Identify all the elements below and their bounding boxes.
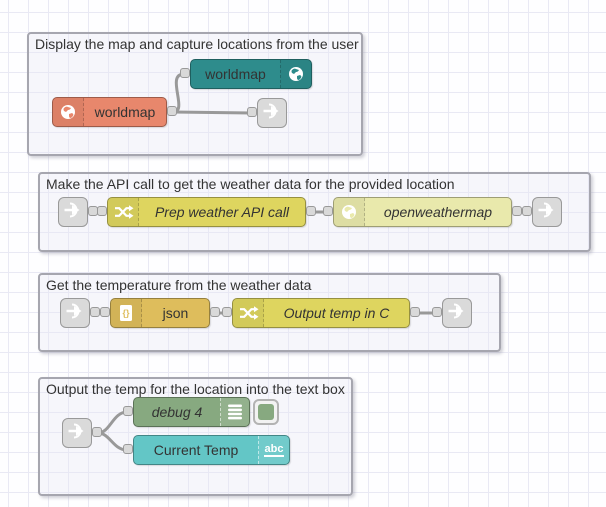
link-arrow-icon — [447, 301, 467, 326]
input-port[interactable] — [100, 307, 110, 317]
input-port[interactable] — [222, 307, 232, 317]
node-debug[interactable]: debug 4 — [123, 397, 250, 427]
node-change-output-temp[interactable]: Output temp in C — [222, 298, 420, 328]
node-openweathermap[interactable]: openweathermap — [323, 197, 522, 227]
node-label: Current Temp — [153, 442, 239, 458]
link-arrow-icon — [67, 421, 87, 446]
globe-icon — [53, 98, 84, 126]
node-label: Output temp in C — [283, 305, 390, 321]
svg-text:{}: {} — [122, 308, 130, 318]
globe-icon — [280, 60, 311, 88]
node-label: worldmap — [205, 66, 266, 82]
debug-toggle-state — [258, 404, 274, 420]
group-title: Make the API call to get the weather dat… — [46, 176, 455, 192]
input-port[interactable] — [123, 444, 133, 454]
globe-icon — [334, 198, 365, 226]
input-port[interactable] — [432, 307, 442, 317]
output-port[interactable] — [92, 427, 102, 437]
shuffle-icon — [108, 198, 139, 226]
debug-list-icon — [220, 398, 249, 426]
node-link-in-temp[interactable] — [60, 298, 100, 328]
group-title: Get the temperature from the weather dat… — [46, 277, 312, 293]
output-port[interactable] — [512, 206, 522, 216]
input-port[interactable] — [522, 206, 532, 216]
input-port[interactable] — [180, 68, 190, 78]
link-arrow-icon — [63, 200, 83, 225]
node-worldmap-display[interactable]: worldmap — [180, 59, 312, 89]
output-port[interactable] — [167, 106, 177, 116]
node-label: json — [162, 305, 189, 321]
node-json[interactable]: {} json — [100, 298, 220, 328]
wire[interactable] — [171, 110, 253, 115]
group-title: Output the temp for the location into th… — [46, 381, 345, 397]
node-link-out-temp[interactable] — [432, 298, 472, 328]
output-port[interactable] — [410, 307, 420, 317]
node-change-prep-weather[interactable]: Prep weather API call — [97, 197, 316, 227]
shuffle-icon — [233, 299, 264, 327]
group-title: Display the map and capture locations fr… — [35, 36, 359, 52]
debug-enable-toggle[interactable] — [253, 399, 279, 425]
wire[interactable] — [96, 410, 129, 435]
group-map[interactable]: Display the map and capture locations fr… — [27, 32, 363, 156]
node-label: Prep weather API call — [154, 204, 290, 220]
json-file-icon: {} — [111, 299, 142, 327]
node-link-out-map[interactable] — [247, 98, 287, 128]
node-link-in-output[interactable] — [62, 418, 102, 448]
node-ui-text-current-temp[interactable]: Current Temp abc — [123, 435, 290, 465]
input-port[interactable] — [97, 206, 107, 216]
node-label: debug 4 — [151, 404, 203, 420]
node-link-in-api[interactable] — [58, 197, 98, 227]
input-port[interactable] — [323, 206, 333, 216]
node-label: openweathermap — [383, 204, 493, 220]
node-worldmap-in[interactable]: worldmap — [52, 97, 177, 127]
output-port[interactable] — [90, 307, 100, 317]
input-port[interactable] — [247, 107, 257, 117]
link-arrow-icon — [537, 200, 557, 225]
node-link-out-api[interactable] — [522, 197, 562, 227]
output-port[interactable] — [210, 307, 220, 317]
input-port[interactable] — [123, 406, 133, 416]
abc-text-icon: abc — [258, 436, 289, 464]
link-arrow-icon — [65, 301, 85, 326]
link-arrow-icon — [262, 101, 282, 126]
node-label: worldmap — [94, 104, 156, 120]
output-port[interactable] — [306, 206, 316, 216]
